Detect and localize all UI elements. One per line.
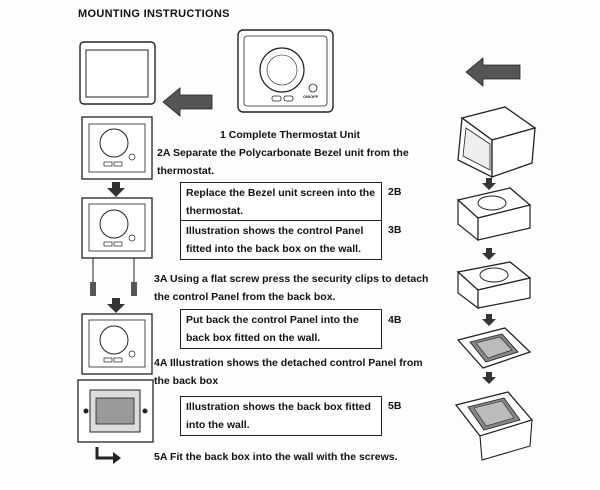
- left-arrow-icon-2: [465, 57, 521, 87]
- down-arrow-icon-4: [482, 248, 496, 260]
- left-arrow-icon-1: [162, 87, 213, 117]
- down-arrow-icon-2: [107, 298, 125, 313]
- down-arrow-icon-6: [482, 372, 496, 384]
- on-off-label: ON/OFF: [303, 94, 319, 99]
- thermostat-3d-2: [456, 261, 532, 310]
- back-box-illustration-left: [77, 379, 154, 443]
- step-3a-text: 3A Using a flat screw press the security…: [154, 273, 429, 303]
- thermostat-panel-2: [81, 197, 153, 296]
- right-arrow-icon: [95, 447, 121, 464]
- bezel-illustration: [79, 41, 156, 105]
- thermostat-panel-1: [81, 116, 153, 180]
- page-title: MOUNTING INSTRUCTIONS: [78, 8, 230, 20]
- step-5b-box: Illustration shows the back box fitted i…: [180, 396, 382, 436]
- step-3b-number: 3B: [388, 224, 402, 236]
- step-5a-text: 5A Fit the back box into the wall with t…: [154, 451, 398, 463]
- complete-thermostat-illustration: [237, 29, 334, 113]
- step-5b-text: Illustration shows the back box fitted i…: [186, 401, 371, 431]
- step-2a-text: 2A Separate the Polycarbonate Bezel unit…: [157, 147, 409, 177]
- step-1-text: 1 Complete Thermostat Unit: [220, 129, 361, 141]
- step-4b-box: Put back the control Panel into the back…: [180, 309, 382, 349]
- thermostat-panel-3: [81, 313, 153, 375]
- step-5b-number: 5B: [388, 400, 402, 412]
- step-4b-number: 4B: [388, 314, 402, 326]
- back-box-3d-2: [454, 391, 534, 461]
- step-2b-number: 2B: [388, 186, 402, 198]
- step-2b-text: Replace the Bezel unit screen into the t…: [186, 187, 376, 217]
- step-4b-text: Put back the control Panel into the back…: [186, 314, 359, 344]
- step-3b-box: Illustration shows the control Panel fit…: [180, 220, 382, 260]
- down-arrow-icon-3: [482, 178, 496, 190]
- step-2b-box: Replace the Bezel unit screen into the t…: [180, 182, 382, 222]
- thermostat-3d-1: [456, 187, 532, 242]
- step-4a-text: 4A Illustration shows the detached contr…: [154, 357, 423, 387]
- bezel-3d-illustration: [457, 106, 537, 179]
- step-3b-text: Illustration shows the control Panel fit…: [186, 225, 364, 255]
- back-box-3d-1: [456, 327, 532, 369]
- down-arrow-icon-5: [482, 314, 496, 326]
- down-arrow-icon-1: [107, 182, 125, 197]
